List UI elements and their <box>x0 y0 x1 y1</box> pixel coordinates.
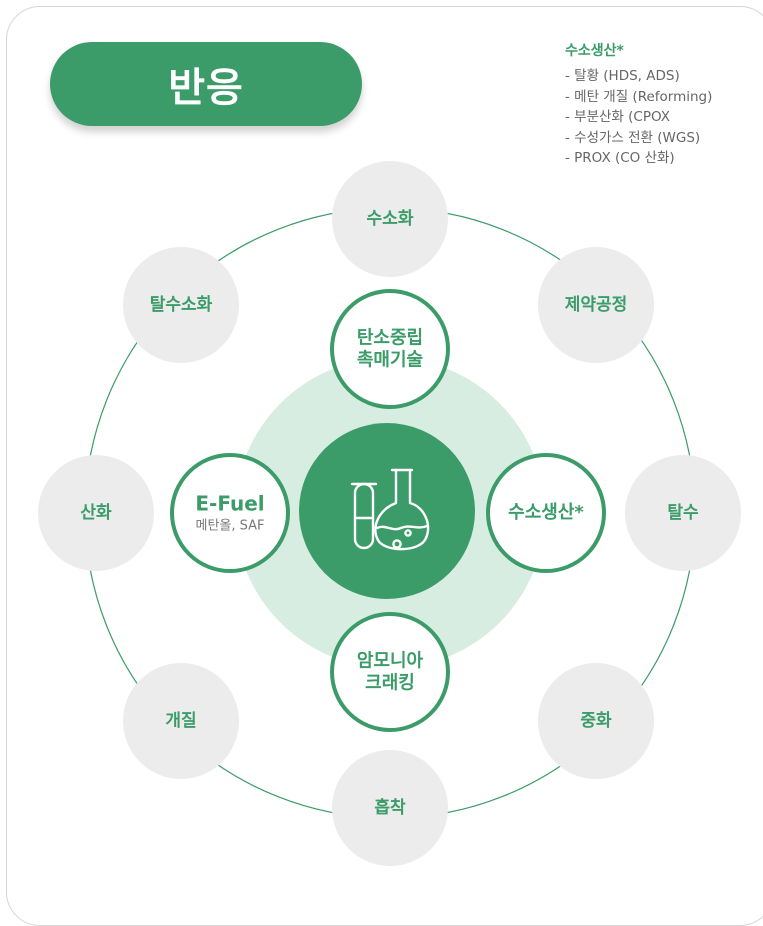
outer-node-top-left <box>123 247 239 363</box>
flask-test-tube-icon <box>350 468 430 551</box>
outer-node-bottom <box>332 750 448 866</box>
legend-item: - 메탄 개질 (Reforming) <box>565 88 713 105</box>
legend-title: 수소생산* <box>565 43 624 59</box>
legend-item: - 탈황 (HDS, ADS) <box>565 68 680 84</box>
outer-label-neutralization: 중화 <box>580 710 612 731</box>
outer-label-dehydration: 탈수 <box>667 502 699 523</box>
outer-node-top-right <box>538 247 654 363</box>
outer-node-bottom-left <box>123 663 239 779</box>
inner-node-right <box>486 453 606 573</box>
inner-node-left <box>170 453 290 573</box>
outer-node-right <box>625 455 741 571</box>
inner-label-line: 크래킹 <box>365 672 415 693</box>
inner-label-hydrogen-production: 수소생산* <box>508 502 584 524</box>
legend-item: - PROX (CO 산화) <box>565 150 675 166</box>
outer-label-hydrogenation: 수소화 <box>366 208 414 229</box>
outer-label-oxidation: 산화 <box>80 502 112 523</box>
legend-list: - 탈황 (HDS, ADS) - 메탄 개질 (Reforming) - 부분… <box>565 66 761 169</box>
outer-node-left <box>38 455 154 571</box>
outer-label-dehydrogenation: 탈수소화 <box>149 294 213 315</box>
inner-label-title: E-Fuel <box>195 491 265 516</box>
inner-label-subtitle: 메탄올, SAF <box>195 518 265 534</box>
inner-label-line: 촉매기술 <box>356 349 424 370</box>
inner-label-ammonia-cracking: 암모니아 크래킹 <box>357 650 423 693</box>
outer-label-adsorption: 흡착 <box>374 797 406 818</box>
inner-label-efuel: E-Fuel 메탄올, SAF <box>195 492 264 535</box>
page-title: 반응 <box>50 42 362 126</box>
inner-node-top <box>330 289 450 409</box>
center-node <box>299 423 475 599</box>
outer-label-pharma-process: 제약공정 <box>564 294 628 315</box>
outer-node-bottom-right <box>538 663 654 779</box>
legend-item: - 부분산화 (CPOX <box>565 109 670 125</box>
inner-label-line: 탄소중립 <box>356 327 424 349</box>
inner-label-line: 암모니아 <box>356 650 424 672</box>
outer-node-top <box>332 161 448 277</box>
inner-label-carbon-neutral: 탄소중립 촉매기술 <box>357 327 423 370</box>
outer-label-reforming: 개질 <box>165 710 197 731</box>
legend-item: - 수성가스 전환 (WGS) <box>565 129 701 146</box>
inner-node-bottom <box>330 612 450 732</box>
legend: 수소생산* - 탈황 (HDS, ADS) - 메탄 개질 (Reforming… <box>565 40 761 169</box>
